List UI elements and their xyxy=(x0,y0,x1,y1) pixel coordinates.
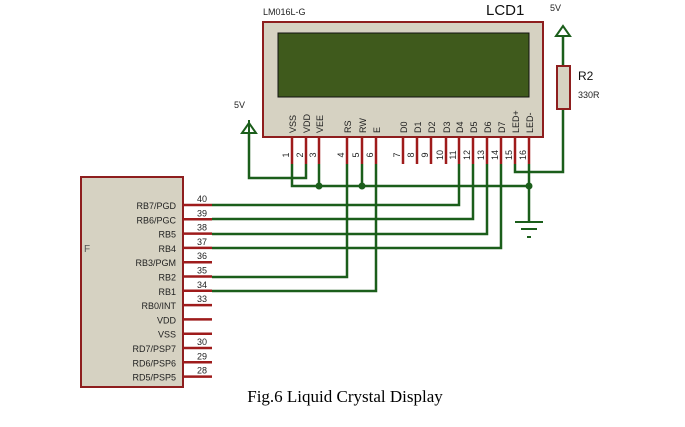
lcd-ref-label: LCD1 xyxy=(486,2,524,19)
lcd-pins: VSS 1 VDD 2 VEE 3 RS 4 RW 5 E 6 D0 7 D1 8 D2 9 D3 10 D4 11 D5 1… xyxy=(281,110,535,164)
mcu-pin-number: 37 xyxy=(197,237,207,247)
mcu-pin-name: VSS xyxy=(158,330,176,340)
mcu-pin-number: 29 xyxy=(197,351,207,361)
wires xyxy=(212,36,565,293)
lcd-pin-name: D0 xyxy=(399,121,409,133)
wire-ground-bus xyxy=(290,164,529,188)
lcd-pin-name: VDD xyxy=(302,113,312,133)
mcu-pin-name: RB1 xyxy=(158,287,176,297)
lcd-pin-number: 11 xyxy=(448,150,458,159)
lcd-part-label: LM016L-G xyxy=(263,7,306,17)
lcd-pin-name: D6 xyxy=(483,121,493,133)
mcu-pin-number: 40 xyxy=(197,194,207,204)
mcu-body xyxy=(80,176,184,388)
mcu-pin-name: RB5 xyxy=(158,230,176,240)
lcd-pin-number: 13 xyxy=(476,150,486,160)
resistor-r2 xyxy=(556,65,571,110)
power-left-label: 5V xyxy=(234,100,245,110)
power-arrow-icon xyxy=(240,120,258,134)
lcd-pin-number: 2 xyxy=(295,152,305,157)
wire-d5 xyxy=(212,164,475,221)
wire-d6 xyxy=(212,164,489,236)
wire-d4 xyxy=(212,164,461,207)
mcu-pin-number: 33 xyxy=(197,294,207,304)
lcd-pin-name: D3 xyxy=(442,121,452,133)
lcd-pin-number: 10 xyxy=(435,150,445,160)
mcu-pin-name: RB7/PGD xyxy=(136,201,176,211)
mcu-pin-number: 34 xyxy=(197,280,207,290)
lcd-pin-number: 15 xyxy=(504,150,514,160)
lcd-pin-name: D7 xyxy=(497,121,507,133)
lcd-pin-number: 8 xyxy=(406,152,416,157)
lcd-pin-name: RW xyxy=(358,118,368,133)
lcd-pin-number: 4 xyxy=(336,152,346,157)
lcd-pin-number: 1 xyxy=(281,152,291,157)
lcd-pin-name: VSS xyxy=(288,115,298,133)
lcd-pin-number: 14 xyxy=(490,150,500,160)
power-right-label: 5V xyxy=(550,3,561,13)
mcu-pin-name: RB6/PGC xyxy=(136,215,176,225)
wire-vdd xyxy=(247,133,308,180)
wire-led-plus xyxy=(513,109,565,174)
mcu-pin-number: 30 xyxy=(197,337,207,347)
mcu-pin-name: RB4 xyxy=(158,244,176,254)
lcd-pin-number: 12 xyxy=(462,150,472,160)
lcd-pin-number: 5 xyxy=(351,152,361,157)
wire-d7 xyxy=(212,164,503,250)
lcd-pin-name: D5 xyxy=(469,121,479,133)
mcu-pin-name: RD6/PSP6 xyxy=(132,358,176,368)
wire-rs xyxy=(212,164,349,279)
lcd-pin-name: VEE xyxy=(315,115,325,133)
lcd-pin-name: RS xyxy=(343,120,353,133)
lcd-pin-name: LED+ xyxy=(511,110,521,133)
mcu-pin-number: 28 xyxy=(197,366,207,376)
mcu-pin-number: 39 xyxy=(197,208,207,218)
mcu-pin-name: RB0/INT xyxy=(141,301,176,311)
mcu-pin-name: RB2 xyxy=(158,273,176,283)
lcd-pin-name: D1 xyxy=(413,121,423,133)
lcd-pin-number: 3 xyxy=(308,152,318,157)
resistor-value: 330R xyxy=(578,90,600,100)
wire-e xyxy=(212,164,378,293)
lcd-pin-number: 7 xyxy=(392,152,402,157)
lcd-pin-name: D4 xyxy=(455,121,465,133)
junction-dot xyxy=(358,182,366,190)
mcu-pin-name: RD7/PSP7 xyxy=(132,344,176,354)
junction-dot xyxy=(315,182,323,190)
figure-caption: Fig.6 Liquid Crystal Display xyxy=(247,387,443,406)
lcd-pin-name: E xyxy=(372,127,382,133)
lcd-pin-number: 16 xyxy=(518,150,528,160)
mcu-pin-name: VDD xyxy=(157,315,177,325)
resistor-ref: R2 xyxy=(578,69,594,83)
mcu-partial-label: F xyxy=(84,244,90,255)
lcd-screen xyxy=(277,32,530,98)
ground-icon xyxy=(515,221,543,238)
lcd-pin-name: D2 xyxy=(427,121,437,133)
mcu-pin-number: 35 xyxy=(197,266,207,276)
mcu-pin-number: 36 xyxy=(197,251,207,261)
lcd-pin-number: 6 xyxy=(365,152,375,157)
lcd-pin-number: 9 xyxy=(420,152,430,157)
junction-dot xyxy=(525,182,533,190)
lcd-pin-name: LED- xyxy=(525,112,535,133)
mcu-pin-name: RB3/PGM xyxy=(135,258,176,268)
power-arrow-icon xyxy=(554,24,572,37)
mcu-pin-number: 38 xyxy=(197,223,207,233)
mcu-pin-name: RD5/PSP5 xyxy=(132,373,176,383)
